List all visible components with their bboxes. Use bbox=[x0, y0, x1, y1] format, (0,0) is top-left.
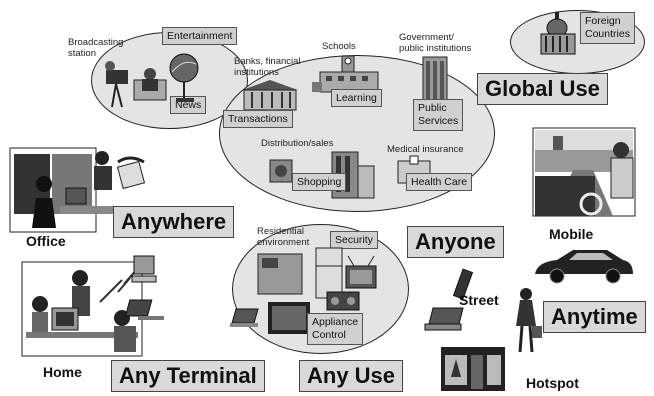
security-label: Security bbox=[330, 231, 378, 249]
anyone-label: Anyone bbox=[407, 226, 504, 258]
child-icon bbox=[32, 296, 48, 336]
office-label: Office bbox=[26, 233, 66, 249]
car-icon bbox=[535, 250, 633, 284]
office-worker-icon bbox=[94, 151, 112, 190]
home-label: Home bbox=[43, 364, 82, 380]
medical-insurance-label: Medical insurance bbox=[387, 144, 464, 155]
camera-icon bbox=[105, 61, 128, 108]
government-label: Government/ public institutions bbox=[399, 32, 472, 54]
lightning-signal-icon bbox=[99, 267, 139, 303]
bank-building-icon bbox=[242, 80, 298, 111]
businesswoman-icon bbox=[516, 288, 542, 353]
desktop-pc-icon bbox=[131, 255, 157, 283]
news-anchor-icon bbox=[133, 68, 167, 101]
transactions-label: Transactions bbox=[223, 110, 293, 128]
mobile-phone-icon bbox=[452, 268, 474, 300]
entertainment-label: Entertainment bbox=[162, 27, 238, 45]
broadcasting-station-label: Broadcasting station bbox=[68, 37, 124, 59]
cafe-storefront-icon bbox=[441, 347, 505, 391]
government-building-icon bbox=[422, 56, 448, 104]
laptop-icon bbox=[124, 299, 164, 320]
tv-icon bbox=[345, 255, 377, 289]
broadcast-station-illustration bbox=[105, 53, 199, 108]
shopping-label: Shopping bbox=[292, 173, 347, 191]
laptop-icon bbox=[230, 308, 259, 327]
street-label: Street bbox=[459, 292, 499, 308]
learning-label: Learning bbox=[331, 89, 382, 107]
any-terminal-label: Any Terminal bbox=[111, 360, 265, 392]
appliances-illustration bbox=[257, 247, 377, 299]
mobile-label: Mobile bbox=[549, 226, 594, 242]
home-illustration bbox=[21, 255, 164, 357]
flat-screen-tv-icon bbox=[268, 302, 310, 334]
health-care-label: Health Care bbox=[406, 173, 473, 191]
anywhere-label: Anywhere bbox=[113, 206, 235, 238]
office-worker-icon bbox=[32, 176, 56, 228]
computer-icon bbox=[51, 307, 79, 331]
driver-icon bbox=[610, 142, 634, 199]
distribution-label: Distribution/sales bbox=[261, 138, 334, 149]
appliance-control-label: Appliance Control bbox=[307, 313, 364, 345]
global-use-label: Global Use bbox=[477, 73, 608, 105]
any-use-label: Any Use bbox=[299, 360, 404, 392]
hotspot-label: Hotspot bbox=[526, 375, 579, 391]
laptop-icon bbox=[424, 307, 464, 331]
anytime-label: Anytime bbox=[543, 301, 646, 333]
foreign-countries-label: Foreign Countries bbox=[580, 12, 635, 44]
stereo-icon bbox=[326, 291, 360, 311]
banks-label: Banks, financial institutions bbox=[234, 56, 301, 78]
telephone-icon bbox=[116, 156, 146, 190]
satellite-dish-icon bbox=[169, 53, 199, 102]
school-building-icon bbox=[312, 55, 379, 93]
capitol-building-icon bbox=[540, 12, 576, 55]
schools-label: Schools bbox=[322, 41, 356, 52]
stove-icon bbox=[257, 253, 303, 295]
public-services-label: Public Services bbox=[413, 99, 464, 131]
office-illustration bbox=[9, 147, 146, 233]
residential-environment-label: Residential environment bbox=[257, 226, 310, 248]
car-dashboard-illustration bbox=[532, 127, 636, 217]
